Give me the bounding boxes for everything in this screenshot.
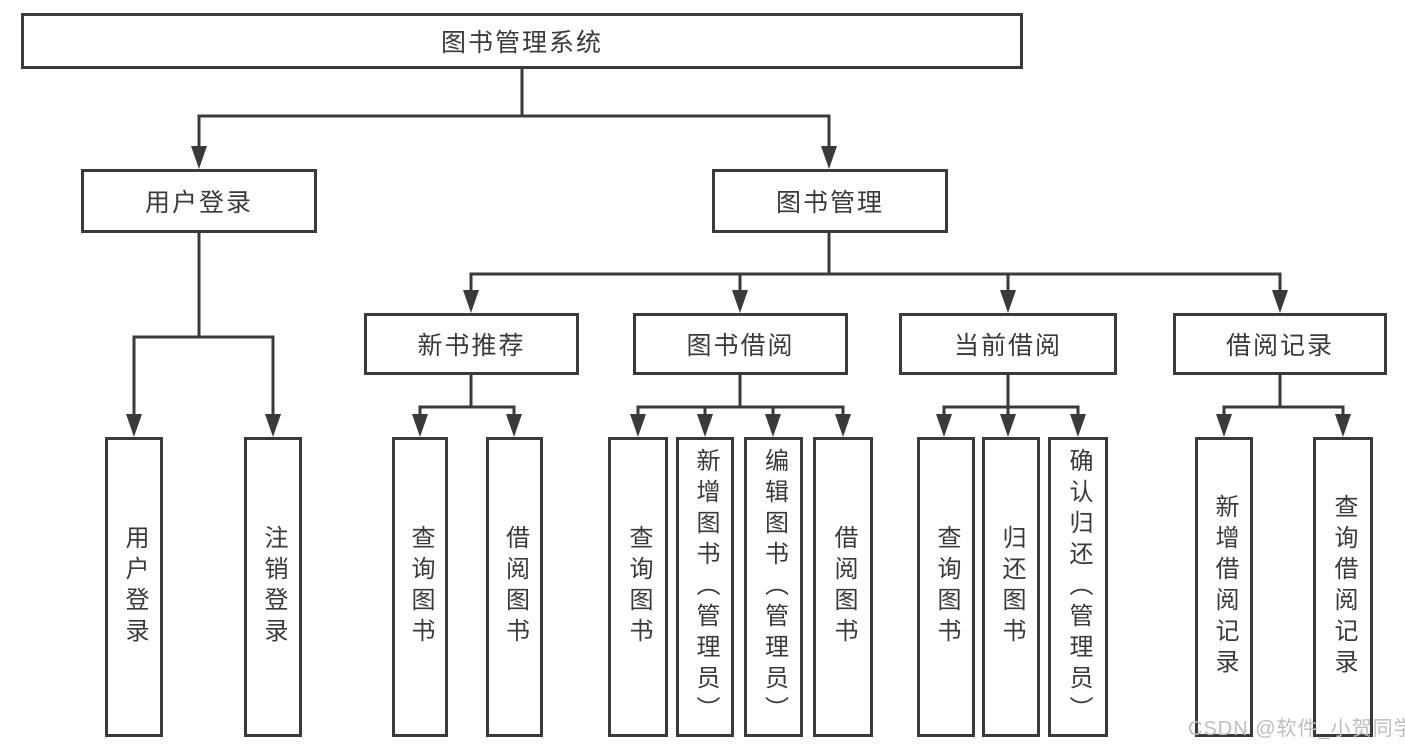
node-book-borrow: 图书借阅 xyxy=(633,313,848,375)
arrowhead xyxy=(821,146,837,169)
node-leaf-return-books: 归还图书 xyxy=(982,437,1040,737)
node-label: 图书管理系统 xyxy=(440,29,603,57)
connector-lines xyxy=(132,67,1345,419)
node-library-system: 图书管理系统 xyxy=(21,13,1023,69)
node-label: 图书管理 xyxy=(775,189,884,217)
node-borrow-records: 借阅记录 xyxy=(1173,313,1387,375)
node-user-login: 用户登录 xyxy=(81,169,317,233)
node-label: 查询借阅记录 xyxy=(1330,494,1357,680)
node-leaf-edit-books-admin: 编辑图书（管理员） xyxy=(744,437,803,737)
connector-level2 xyxy=(197,114,831,150)
node-label: 用户登录 xyxy=(121,525,148,649)
arrowhead xyxy=(835,414,851,437)
arrowhead xyxy=(1335,414,1351,437)
node-leaf-query-books-2: 查询图书 xyxy=(608,437,668,737)
arrowhead xyxy=(732,290,748,313)
node-label: 注销登录 xyxy=(260,525,287,649)
arrowhead xyxy=(1216,414,1232,437)
arrowhead xyxy=(697,414,713,437)
node-label: 查询图书 xyxy=(407,525,434,649)
node-leaf-borrow-books-1: 借阅图书 xyxy=(486,437,543,737)
node-label: 查询图书 xyxy=(625,525,652,649)
arrowhead xyxy=(936,414,952,437)
arrowhead xyxy=(463,290,479,313)
arrowhead xyxy=(1000,290,1016,313)
node-label: 当前借阅 xyxy=(953,332,1062,360)
node-label: 新书推荐 xyxy=(417,332,526,360)
arrowhead xyxy=(1070,414,1086,437)
node-label: 确认归还（管理员） xyxy=(1065,447,1092,727)
node-label: 用户登录 xyxy=(144,189,253,217)
node-label: 图书借阅 xyxy=(686,332,795,360)
node-leaf-confirm-return-admin: 确认归还（管理员） xyxy=(1048,437,1108,737)
connector-level3 xyxy=(469,272,1282,295)
node-label: 归还图书 xyxy=(998,525,1025,649)
node-book-management: 图书管理 xyxy=(712,169,948,233)
node-leaf-query-books-3: 查询图书 xyxy=(917,437,975,737)
node-leaf-logout: 注销登录 xyxy=(244,437,302,737)
node-label: 查询图书 xyxy=(933,525,960,649)
connector-login-group xyxy=(132,335,275,419)
node-leaf-query-borrow-record: 查询借阅记录 xyxy=(1313,437,1373,737)
node-leaf-query-books-1: 查询图书 xyxy=(392,437,448,737)
arrowheads xyxy=(126,146,1351,437)
arrowhead xyxy=(765,414,781,437)
arrowhead xyxy=(630,414,646,437)
connector-newbook-group xyxy=(418,405,516,419)
node-label: 新增借阅记录 xyxy=(1211,494,1238,680)
node-label: 新增图书（管理员） xyxy=(692,447,719,727)
arrowhead xyxy=(126,414,142,437)
node-leaf-user-login: 用户登录 xyxy=(105,437,163,737)
node-leaf-borrow-books-2: 借阅图书 xyxy=(813,437,873,737)
arrowhead xyxy=(191,146,207,169)
node-current-borrow: 当前借阅 xyxy=(899,313,1117,375)
csdn-watermark: CSDN @软件_小贺同学 xyxy=(1188,718,1405,740)
arrowhead xyxy=(506,414,522,437)
node-leaf-add-borrow-record: 新增借阅记录 xyxy=(1195,437,1253,737)
node-leaf-add-books-admin: 新增图书（管理员） xyxy=(676,437,734,737)
connector-current-group xyxy=(942,405,1080,419)
arrowhead xyxy=(412,414,428,437)
node-label: 编辑图书（管理员） xyxy=(760,447,788,727)
arrowhead xyxy=(1272,290,1288,313)
node-new-book-recommend: 新书推荐 xyxy=(364,313,579,375)
node-label: 借阅图书 xyxy=(501,525,529,649)
arrowhead xyxy=(265,414,281,437)
node-label: 借阅记录 xyxy=(1225,332,1334,360)
connector-records-group xyxy=(1222,405,1345,419)
arrowhead xyxy=(1000,414,1016,437)
connector-borrow-group xyxy=(636,405,845,419)
node-label: 借阅图书 xyxy=(830,525,857,649)
